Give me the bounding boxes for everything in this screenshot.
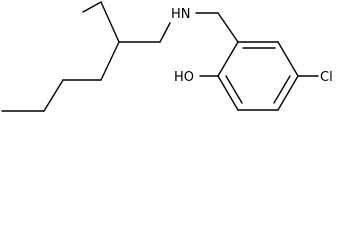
ring-bond-c6-c1	[217, 41, 239, 77]
ring-bond-c3-c4	[277, 75, 299, 111]
bond-ch2-to-ring	[217, 12, 239, 43]
bond-ethyl-terminal	[82, 1, 102, 13]
ring-inner-double-bond-2	[273, 75, 291, 104]
bond-methylene-to-nitrogen	[159, 22, 171, 43]
ring-inner-double-bond-3	[225, 75, 243, 104]
chlorine-label: Cl	[320, 70, 333, 85]
ethylhexyl-chain	[1, 1, 171, 112]
ring-bond-c2-c3	[277, 41, 299, 77]
benzyl-linker	[195, 12, 239, 43]
bond-butyl-3	[43, 79, 64, 112]
bond-branch-to-butyl	[100, 41, 120, 81]
hydroxyl-label: HO	[174, 70, 194, 85]
ring-bond-c5-c6	[217, 75, 239, 111]
bond-ethyl-methylene	[100, 1, 120, 43]
chemical-structure: HN HO Cl	[1, 1, 333, 112]
phenol-ring	[217, 41, 299, 111]
amine-label: HN	[171, 7, 191, 22]
